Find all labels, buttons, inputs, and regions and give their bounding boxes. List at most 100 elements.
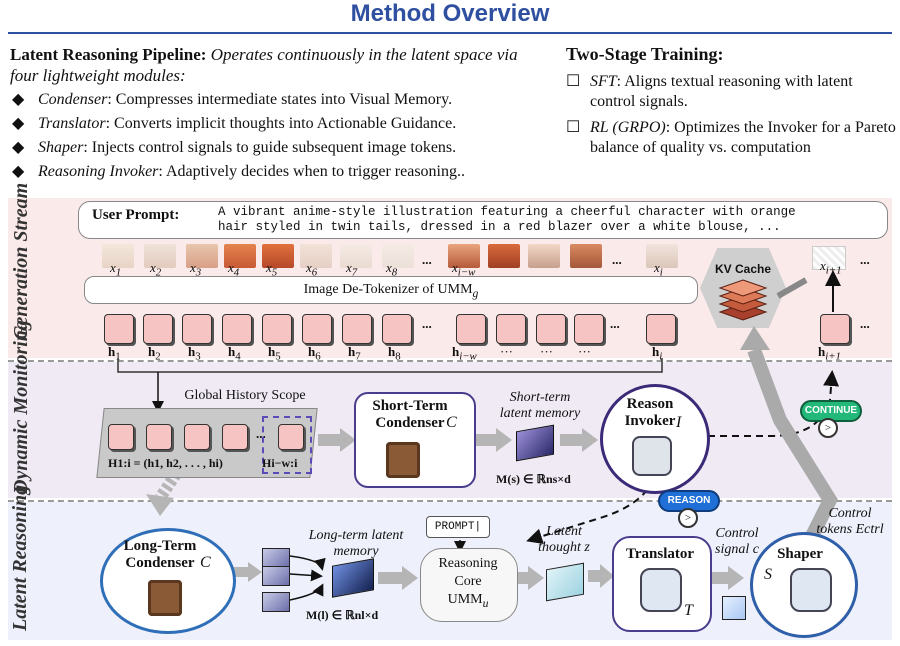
history-formula: H1:i = (h1, h2, . . . , hi) — [108, 456, 223, 470]
chevron-right-icon: > — [678, 508, 698, 528]
hidden-state-token — [143, 314, 173, 344]
control-signal-label: Control signal c — [715, 526, 759, 557]
image-token-label: xi−w — [452, 260, 476, 279]
hidden-state-token — [104, 314, 134, 344]
diamond-icon: ◆ — [12, 115, 25, 132]
hidden-state-token — [646, 314, 676, 344]
condenser-robot-icon — [386, 442, 420, 478]
pipeline-bullets: ◆ Condenser: Compresses intermediate stat… — [12, 90, 552, 186]
condenser-symbol: C — [200, 554, 211, 571]
long-term-memory-label: Long-term latent memory — [308, 528, 404, 559]
bullet-text: : Compresses intermediate states into Vi… — [107, 91, 453, 108]
global-history-scope-label: Global History Scope — [184, 388, 306, 403]
bullet-invoker: ◆ Reasoning Invoker: Adaptively decides w… — [12, 162, 552, 186]
image-token-thumbnail — [262, 244, 294, 268]
bullet-text: : Adaptively decides when to trigger rea… — [158, 163, 465, 180]
bullet-shaper: ◆Shaper: Injects control signals to guid… — [12, 138, 552, 162]
layers-icon — [718, 279, 768, 321]
band-divider — [8, 360, 892, 362]
shaper-label: Shaper — [777, 546, 823, 562]
memory-slice — [262, 548, 290, 568]
ellipsis: ... — [612, 252, 622, 267]
ellipsis: ··· — [540, 344, 553, 359]
image-token-label: x3 — [190, 260, 202, 279]
band-divider — [8, 500, 892, 502]
image-token-thumbnail — [102, 244, 134, 268]
image-detokenizer: Image De-Tokenizer of UMMg — [84, 276, 698, 304]
image-token-label: x1 — [110, 260, 122, 279]
condenser-robot-icon — [148, 580, 182, 616]
translator-label: Translator — [625, 546, 695, 562]
chevron-right-icon: > — [818, 418, 838, 438]
hidden-state-token — [574, 314, 604, 344]
long-term-memory-formula: M(l) ∈ ℝnl×d — [306, 608, 379, 622]
hidden-state-token — [382, 314, 412, 344]
memory-slice — [262, 592, 290, 612]
ellipsis: ··· — [500, 344, 513, 359]
bullet-condenser: ◆ Condenser: Compresses intermediate stat… — [12, 90, 552, 114]
ellipsis: ... — [256, 426, 266, 441]
hidden-state-token — [496, 314, 526, 344]
history-token — [146, 424, 172, 450]
training-term: SFT — [590, 73, 617, 90]
bullet-term: Condenser — [38, 91, 108, 108]
ellipsis: ... — [610, 316, 620, 331]
next-hidden-state-label: hi+1 — [818, 344, 841, 363]
image-token-thumbnail — [186, 244, 218, 268]
history-token — [222, 424, 248, 450]
latent-thought-cube — [546, 562, 584, 602]
translator-symbol: T — [684, 602, 693, 619]
prompt-tag: PROMPT| — [426, 516, 490, 538]
image-token-thumbnail — [646, 244, 678, 268]
image-token-label: x7 — [346, 260, 358, 279]
hidden-state-label: h1 — [108, 344, 121, 363]
user-prompt-label: User Prompt: — [92, 207, 180, 223]
image-token-label: x5 — [266, 260, 278, 279]
reasoning-core-line2: Core — [454, 574, 482, 589]
diamond-icon: ◆ — [12, 139, 25, 156]
ellipsis: ··· — [578, 344, 591, 359]
bullet-text: : Converts implicit thoughts into Action… — [105, 115, 457, 132]
page-title: Method Overview — [350, 0, 550, 27]
hidden-state-label: h2 — [148, 344, 161, 363]
training-text: : Aligns textual reasoning with latent c… — [590, 73, 853, 110]
hidden-state-label: h7 — [348, 344, 361, 363]
pipeline-heading: Latent Reasoning Pipeline: — [10, 45, 207, 64]
kv-cache-label: KV Cache — [714, 262, 772, 276]
latent-thought-label: Latent thought z — [538, 524, 590, 555]
training-term: RL (GRPO) — [590, 119, 666, 136]
image-token-thumbnail — [528, 244, 560, 268]
bullet-translator: ◆ Translator: Converts implicit thoughts … — [12, 114, 552, 138]
sliding-window-box — [262, 416, 312, 474]
short-term-memory-label: Short-term latent memory — [499, 390, 581, 421]
ellipsis: ... — [860, 316, 870, 331]
ellipsis: ... — [422, 316, 432, 331]
bullet-term: Translator — [38, 115, 106, 132]
diamond-icon: ◆ — [12, 91, 25, 108]
reasoning-core-line1: Reasoning — [438, 556, 498, 571]
image-token-thumbnail — [570, 244, 602, 268]
hidden-state-label: h4 — [228, 344, 241, 363]
checkbox-icon: ☐ — [566, 73, 581, 90]
training-item-sft: ☐ SFT: Aligns textual reasoning with late… — [566, 72, 896, 112]
bullet-term: Shaper — [38, 139, 84, 156]
image-token-label: x8 — [386, 260, 398, 279]
user-prompt-text: A vibrant anime-style illustration featu… — [218, 205, 796, 234]
control-tokens-label: Control tokens Ectrl — [816, 506, 884, 537]
image-token-thumbnail — [224, 244, 256, 268]
pipeline-description: Latent Reasoning Pipeline: Operates cont… — [10, 44, 550, 86]
hidden-state-label: h6 — [308, 344, 321, 363]
ellipsis: ... — [422, 252, 432, 267]
hidden-state-token — [262, 314, 292, 344]
reason-invoker-label: Reason Invoker — [624, 396, 676, 429]
translator-robot-icon — [640, 568, 682, 612]
diamond-icon: ◆ — [12, 163, 25, 180]
invoker-symbol: I — [676, 414, 682, 431]
bullet-term: Reasoning Invoker — [38, 163, 159, 180]
window-label: Hi−w:i — [262, 456, 298, 470]
training-heading: Two-Stage Training: — [566, 44, 724, 64]
short-term-condenser-label: Short-Term Condenser — [372, 398, 448, 431]
condenser-symbol: C — [446, 414, 457, 431]
ellipsis: ... — [860, 252, 870, 267]
